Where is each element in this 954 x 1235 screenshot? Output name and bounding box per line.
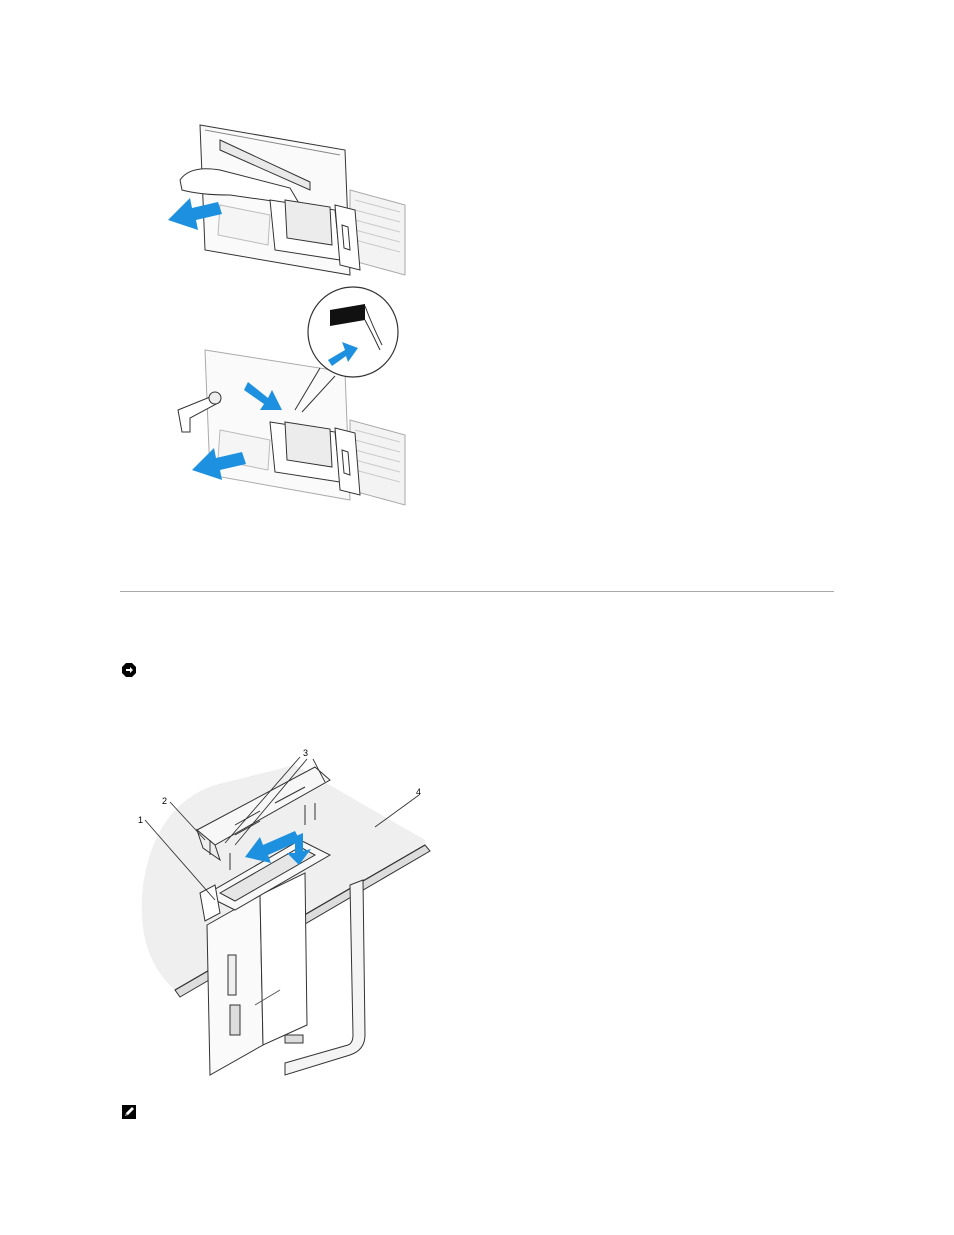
callout-1: 1 <box>138 815 143 825</box>
section-divider <box>120 591 834 592</box>
callout-2: 2 <box>162 796 167 806</box>
callout-3: 3 <box>303 748 308 758</box>
notice-icon <box>121 662 137 678</box>
callout-4: 4 <box>416 787 421 797</box>
bezel-panel-step1 <box>180 125 405 275</box>
note-pencil-icon <box>121 1104 137 1120</box>
drive-cage-removal-illustration: 1 2 3 4 <box>135 745 435 1085</box>
bezel-removal-illustration <box>160 110 410 510</box>
